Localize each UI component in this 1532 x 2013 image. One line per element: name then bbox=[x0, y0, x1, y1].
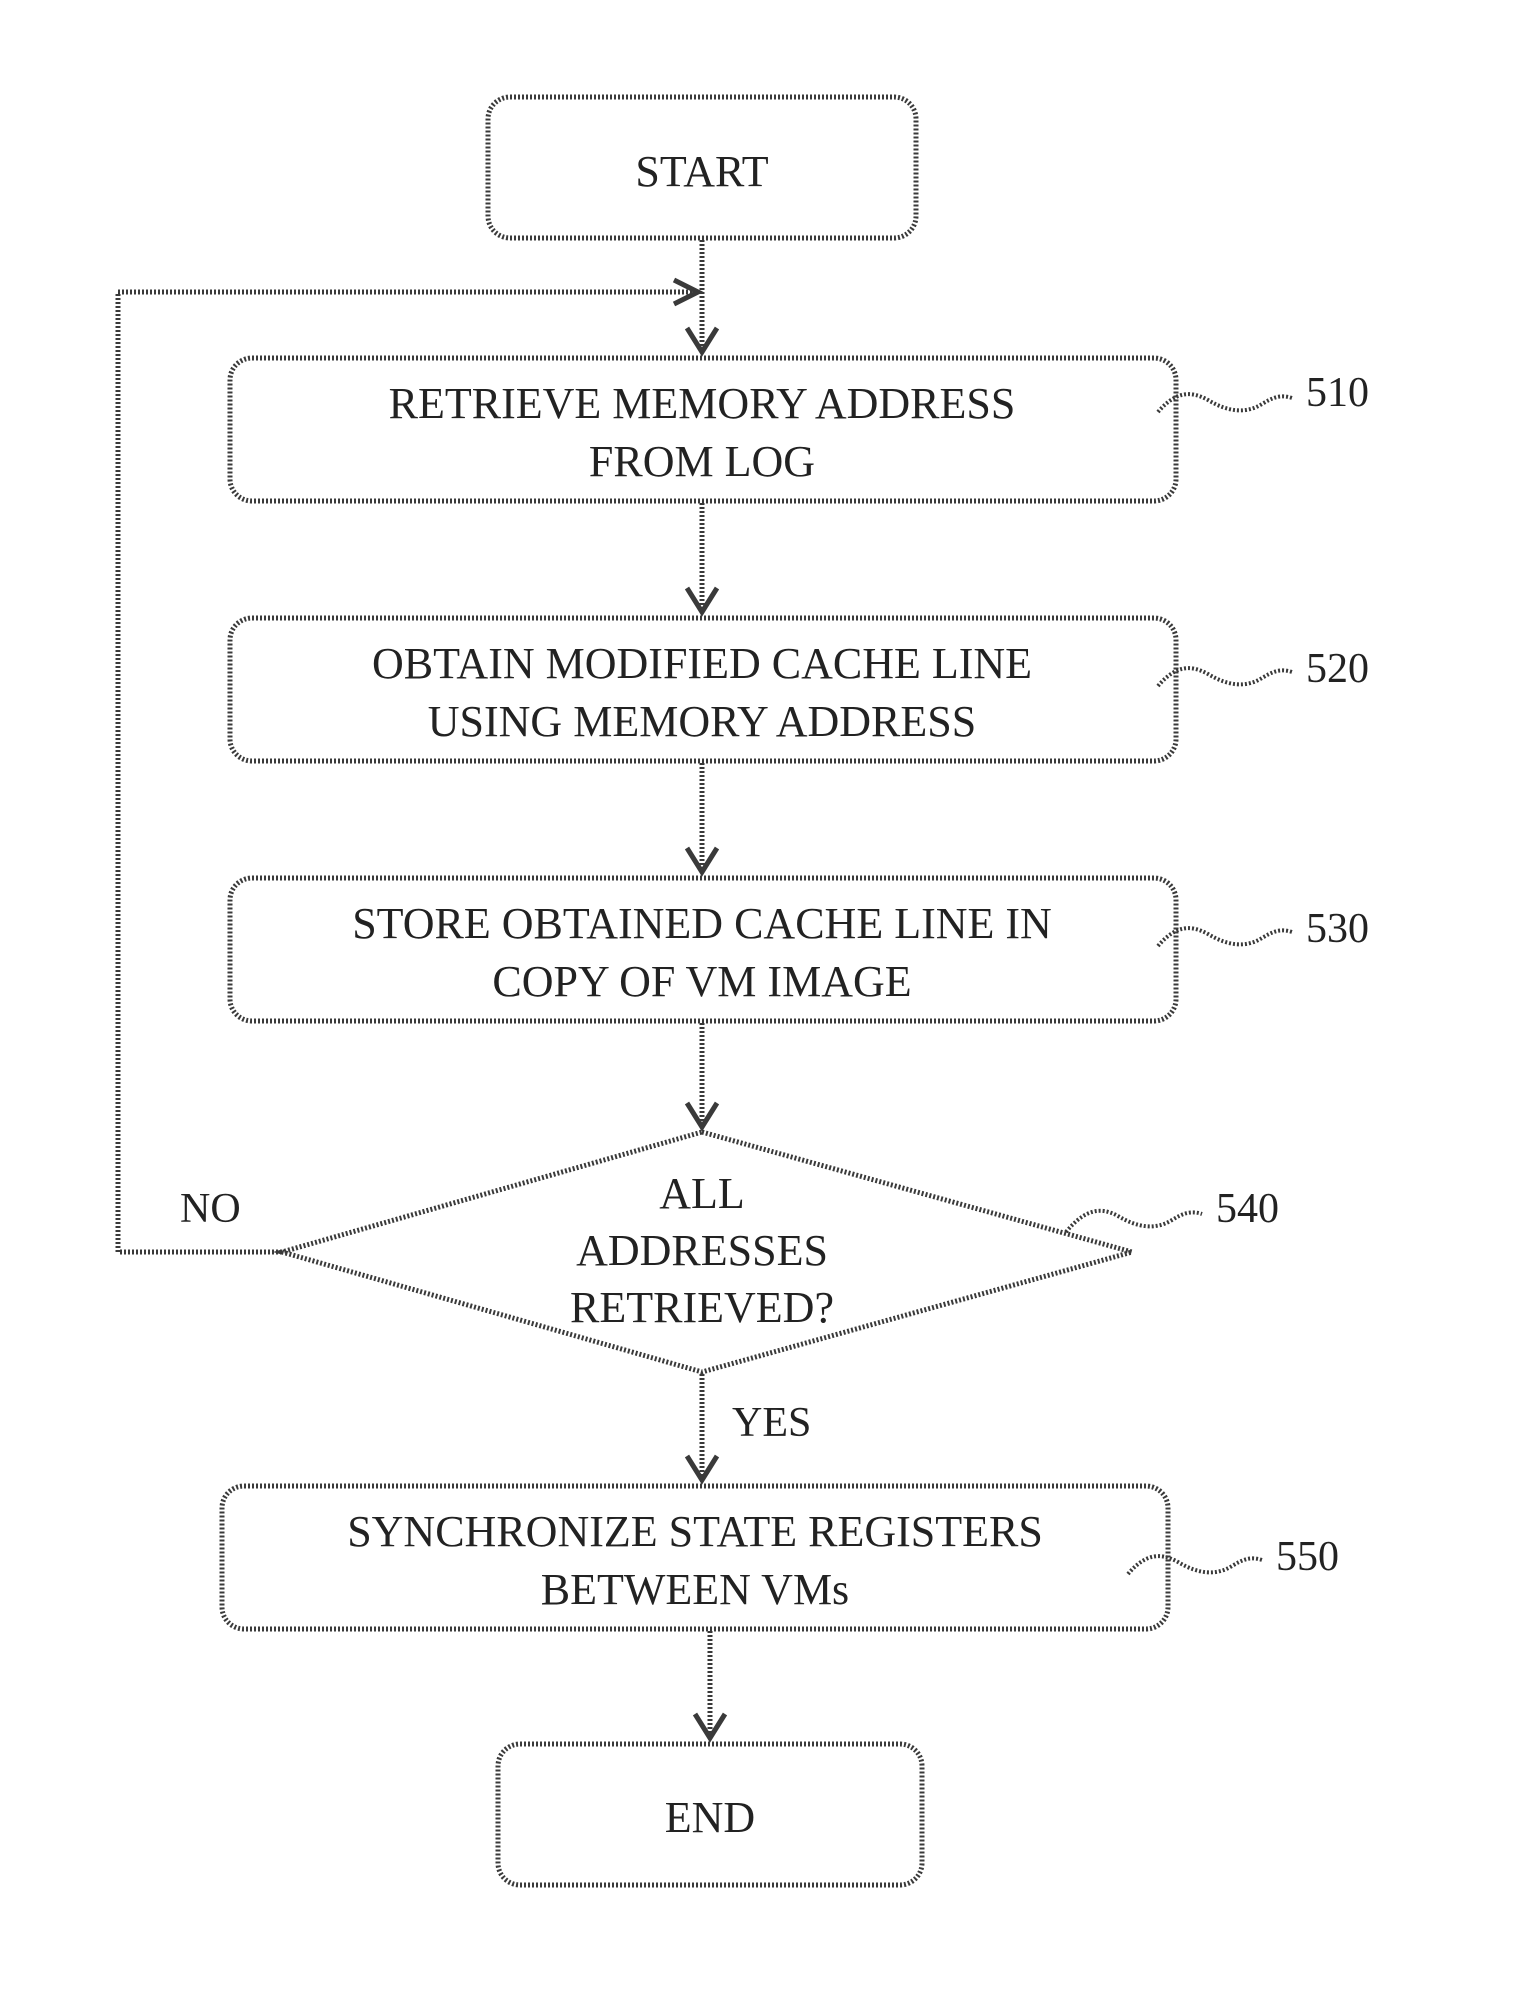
step-550-line-2: BETWEEN VMs bbox=[541, 1565, 849, 1614]
ref-550: 550 bbox=[1276, 1534, 1339, 1580]
start-label: START bbox=[635, 147, 768, 196]
step-530-line-2: COPY OF VM IMAGE bbox=[492, 957, 911, 1006]
ref-530: 530 bbox=[1306, 906, 1369, 952]
decision-540-line-1: ALL bbox=[659, 1169, 745, 1218]
ref-520: 520 bbox=[1306, 646, 1369, 692]
step-550-line-1: SYNCHRONIZE STATE REGISTERS bbox=[347, 1507, 1043, 1556]
ref-540: 540 bbox=[1216, 1186, 1279, 1232]
step-520-line-1: OBTAIN MODIFIED CACHE LINE bbox=[372, 639, 1032, 688]
step-520-line-2: USING MEMORY ADDRESS bbox=[428, 697, 976, 746]
arrowhead-end bbox=[695, 1714, 725, 1738]
ref-leader-540 bbox=[1066, 1211, 1202, 1232]
step-510-line-1: RETRIEVE MEMORY ADDRESS bbox=[389, 379, 1016, 428]
no-label: NO bbox=[180, 1186, 241, 1232]
yes-label: YES bbox=[732, 1400, 811, 1446]
decision-540-line-2: ADDRESSES bbox=[576, 1226, 828, 1275]
ref-510: 510 bbox=[1306, 370, 1369, 416]
decision-540-line-3: RETRIEVED? bbox=[570, 1283, 834, 1332]
end-label: END bbox=[665, 1793, 755, 1842]
step-510-line-2: FROM LOG bbox=[589, 437, 815, 486]
step-530-line-1: STORE OBTAINED CACHE LINE IN bbox=[352, 899, 1052, 948]
